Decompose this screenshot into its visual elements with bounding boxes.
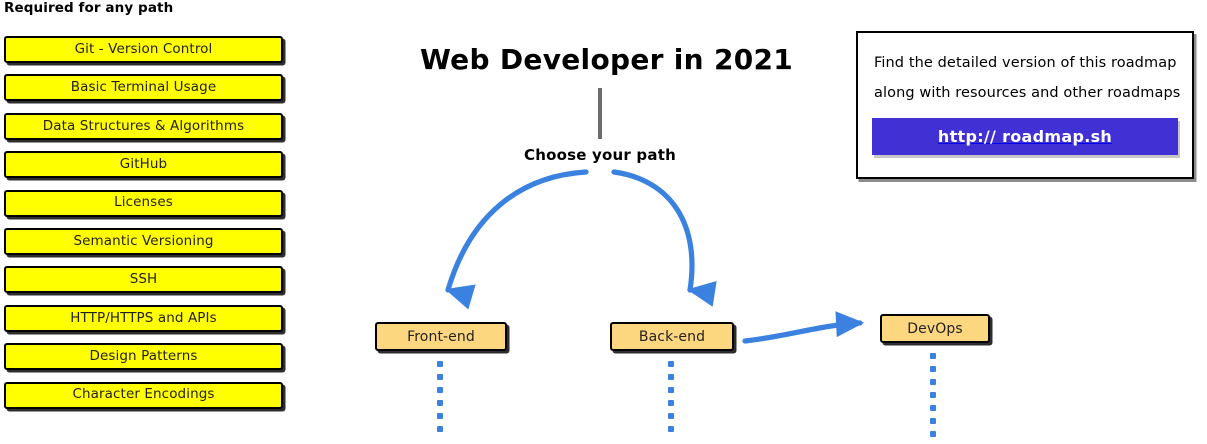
trail-dot: [668, 361, 674, 367]
trail-dot: [668, 400, 674, 406]
dotted-trail-front-end: [437, 361, 443, 439]
roadmap-info-box: Find the detailed version of this roadma…: [856, 31, 1194, 179]
trail-dot: [930, 405, 936, 411]
info-box-line-2: along with resources and other roadmaps: [874, 85, 1181, 101]
node-devops-label: DevOps: [907, 320, 963, 337]
required-item[interactable]: GitHub: [4, 151, 283, 179]
trail-dot: [668, 413, 674, 419]
required-item-label: Basic Terminal Usage: [70, 79, 217, 96]
required-item-label: Design Patterns: [89, 347, 198, 364]
required-item-label: SSH: [129, 271, 158, 288]
required-item-label: GitHub: [119, 155, 168, 172]
trail-dot: [437, 361, 443, 367]
info-box-line-1: Find the detailed version of this roadma…: [874, 55, 1177, 71]
required-item-label: HTTP/HTTPS and APIs: [70, 309, 217, 326]
choose-your-path-label: Choose your path: [524, 146, 676, 164]
node-devops[interactable]: DevOps: [880, 314, 990, 343]
trail-dot: [930, 431, 936, 437]
required-item-label: Semantic Versioning: [73, 232, 214, 249]
required-item-label: Data Structures & Algorithms: [42, 117, 245, 134]
trail-dot: [437, 426, 443, 432]
title-stem-line: [598, 88, 602, 139]
required-item[interactable]: SSH: [4, 266, 283, 294]
trail-dot: [668, 426, 674, 432]
roadmap-sh-link-button[interactable]: http:// roadmap.sh: [872, 118, 1178, 155]
required-for-any-path-section: Required for any path Git - Version Cont…: [0, 0, 300, 436]
required-item[interactable]: HTTP/HTTPS and APIs: [4, 304, 283, 332]
trail-dot: [668, 374, 674, 380]
trail-dot: [437, 413, 443, 419]
required-item[interactable]: Character Encodings: [4, 381, 283, 409]
trail-dot: [668, 387, 674, 393]
required-item[interactable]: Git - Version Control: [4, 36, 283, 63]
dotted-trail-back-end: [668, 361, 674, 439]
required-item[interactable]: Basic Terminal Usage: [4, 74, 283, 102]
trail-dot: [930, 392, 936, 398]
trail-dot: [930, 353, 936, 359]
trail-dot: [437, 387, 443, 393]
required-item-label: Licenses: [114, 194, 173, 211]
roadmap-sh-link-label: http:// roadmap.sh: [937, 127, 1113, 146]
required-item[interactable]: Data Structures & Algorithms: [4, 112, 283, 140]
trail-dot: [930, 366, 936, 372]
required-item-label: Character Encodings: [72, 386, 215, 403]
page-title: Web Developer in 2021: [420, 42, 794, 76]
trail-dot: [930, 379, 936, 385]
required-item[interactable]: Licenses: [4, 189, 283, 217]
trail-dot: [437, 400, 443, 406]
node-back-end-label: Back-end: [638, 328, 706, 345]
arrow-backend-to-devops: [742, 311, 865, 344]
node-back-end[interactable]: Back-end: [610, 322, 734, 351]
trail-dot: [437, 374, 443, 380]
required-section-heading: Required for any path: [4, 0, 174, 16]
trail-dot: [930, 418, 936, 424]
dotted-trail-devops: [930, 353, 936, 444]
node-front-end[interactable]: Front-end: [375, 322, 507, 351]
arrow-to-backend: [611, 169, 717, 307]
required-item[interactable]: Design Patterns: [4, 343, 283, 371]
required-item[interactable]: Semantic Versioning: [4, 228, 283, 255]
required-item-label: Git - Version Control: [74, 40, 213, 57]
node-front-end-label: Front-end: [407, 328, 475, 345]
arrow-to-frontend: [445, 169, 589, 310]
